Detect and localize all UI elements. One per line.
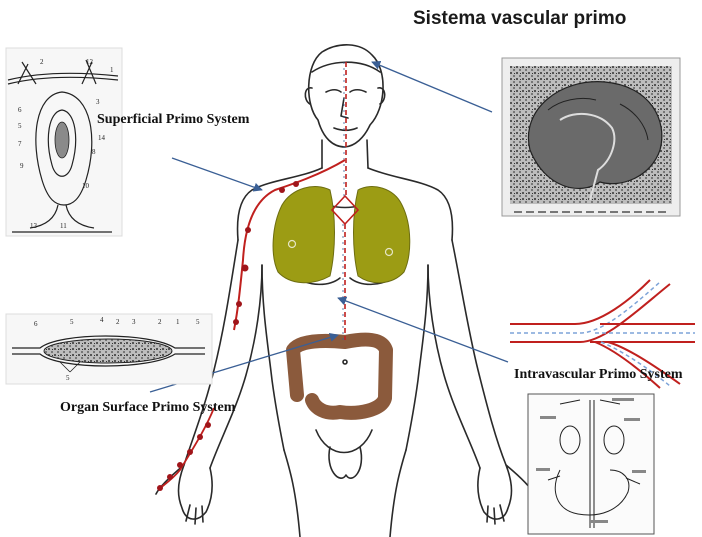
organ-number: 6	[34, 320, 38, 328]
organ-number: 5	[70, 318, 74, 326]
forearm-vessel	[158, 408, 214, 490]
superficial-number: 5	[18, 122, 22, 130]
label-organ-surface: Organ Surface Primo System	[60, 400, 235, 416]
diagram-title: Sistema vascular primo	[413, 8, 626, 30]
superficial-number: 14	[98, 134, 106, 142]
label-superficial: Superficial Primo System	[97, 112, 249, 128]
left-lung	[273, 186, 334, 282]
superficial-number: 7	[18, 140, 22, 148]
organ-number: 5	[196, 318, 200, 326]
brain-panel	[502, 58, 680, 216]
superficial-number: 3	[96, 98, 100, 106]
arrow-intravascular	[338, 298, 508, 362]
intestines	[293, 340, 386, 413]
superficial-number: 10	[82, 182, 90, 190]
organs-panel	[528, 394, 654, 534]
superficial-number: 2	[40, 58, 44, 66]
superficial-number: 12	[86, 58, 94, 66]
organ-number: 2	[116, 318, 120, 326]
organ-number: 4	[100, 316, 104, 324]
organ-number: 1	[176, 318, 180, 326]
superficial-number: 13	[30, 222, 38, 230]
central-vessel	[345, 62, 346, 340]
superficial-number: 6	[18, 106, 22, 114]
right-lung	[354, 186, 410, 282]
arrow-superficial	[172, 158, 262, 190]
organ-number: 2	[158, 318, 162, 326]
superficial-number: 8	[92, 148, 96, 156]
superficial-number: 9	[20, 162, 24, 170]
superficial-number: 1	[110, 66, 114, 74]
organ-surface-panel: 6 5 4 2 3 2 1 5 5	[6, 314, 212, 384]
organ-number: 3	[132, 318, 136, 326]
arrow-brain	[372, 62, 492, 112]
label-intravascular: Intravascular Primo System	[514, 367, 683, 383]
superficial-panel: 1 2 3 5 6 7 8 9 10 11 12 13 14	[6, 48, 122, 236]
organ-number: 5	[66, 374, 70, 382]
superficial-number: 11	[60, 222, 67, 230]
